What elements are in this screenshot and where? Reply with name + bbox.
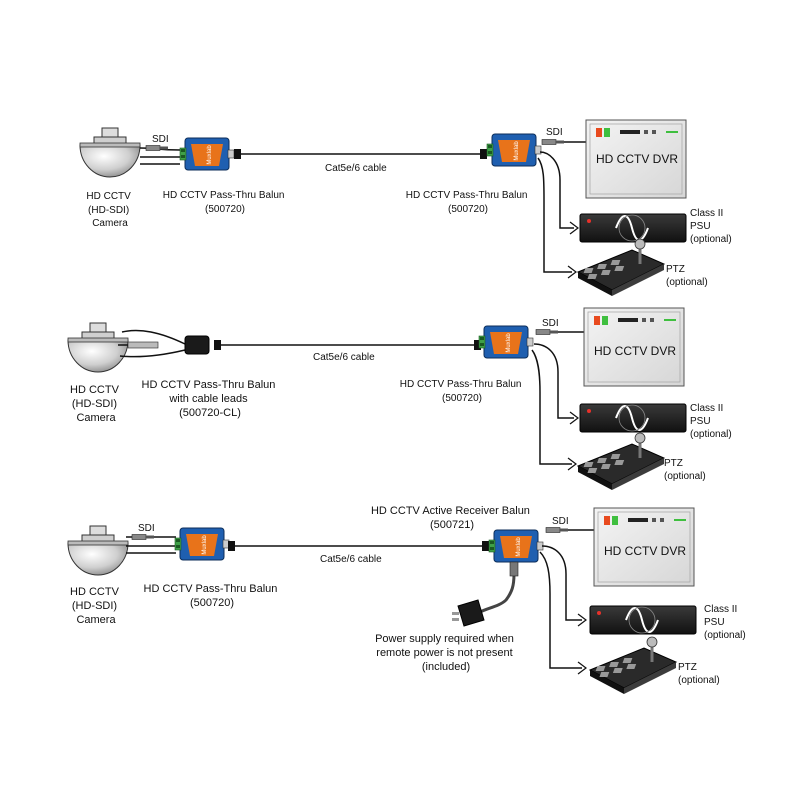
rx-balun-icon <box>486 133 542 167</box>
row-3: HD CCTV (HD-SDI) Camera SDI HD CCTV Pass… <box>67 505 746 696</box>
tx-balun-label: HD CCTV Pass-Thru Balun (500720) <box>144 583 281 609</box>
rj45-plug-icon <box>480 149 487 159</box>
rx-sdi-label: SDI <box>546 127 563 138</box>
rx-active-balun-icon <box>488 529 544 563</box>
rx-sdi-label: SDI <box>542 318 559 329</box>
sdi-label: SDI <box>138 523 155 534</box>
tx-balun-label: HD CCTV Pass-Thru Balun (500720) <box>163 190 287 215</box>
ptz-controller-icon <box>588 635 678 696</box>
dome-camera-icon <box>79 127 141 178</box>
psu-icon <box>579 403 687 433</box>
bnc-connector-icon <box>535 329 559 335</box>
cable-label: Cat5e/6 cable <box>313 352 375 363</box>
tx-balun-icon <box>174 527 230 561</box>
bnc-connector-icon <box>541 139 565 145</box>
dvr-label: HD CCTV DVR <box>596 152 678 166</box>
psu-label: Class II PSU (optional) <box>690 208 732 245</box>
rx-balun-label: HD CCTV Pass-Thru Balun (500720) <box>406 190 530 215</box>
dvr-label: HD CCTV DVR <box>594 344 676 358</box>
cable-label: Cat5e/6 cable <box>320 554 382 565</box>
rj45-plug-icon <box>214 340 221 350</box>
dvr-label: HD CCTV DVR <box>604 544 686 558</box>
power-adapter-icon <box>457 599 485 627</box>
rj45-plug-icon <box>234 149 241 159</box>
bnc-connector-icon <box>127 341 159 349</box>
cable-label: Cat5e/6 cable <box>325 163 387 174</box>
rx-sdi-label: SDI <box>552 516 569 527</box>
rj45-plug-icon <box>482 541 489 551</box>
tx-balun-label: HD CCTV Pass-Thru Balun with cable leads… <box>142 379 279 419</box>
bnc-connector-icon <box>545 527 569 533</box>
camera-label: HD CCTV (HD-SDI) Camera <box>70 586 122 626</box>
ptz-label: PTZ (optional) <box>666 264 708 288</box>
rx-balun-label: HD CCTV Pass-Thru Balun (500720) <box>400 379 524 404</box>
rx-balun-icon <box>478 325 534 359</box>
dome-camera-icon <box>67 525 129 576</box>
psu-icon <box>579 213 687 243</box>
ptz-label: PTZ (optional) <box>678 662 720 686</box>
camera-label: HD CCTV (HD-SDI) Camera <box>86 191 133 229</box>
row-2: HD CCTV (HD-SDI) Camera HD CCTV Pass-Thr… <box>67 307 732 492</box>
tx-balun-cl-icon <box>184 335 210 355</box>
rj45-plug-icon <box>228 541 235 551</box>
ptz-controller-icon <box>576 431 666 492</box>
power-supply-label: Power supply required when remote power … <box>375 633 517 673</box>
psu-label: Class II PSU (optional) <box>690 403 732 440</box>
camera-label: HD CCTV (HD-SDI) Camera <box>70 384 122 424</box>
tx-balun-icon <box>179 137 235 171</box>
ptz-label: PTZ (optional) <box>664 458 706 482</box>
rx-balun-label: HD CCTV Active Receiver Balun (500721) <box>371 505 533 531</box>
psu-label: Class II PSU (optional) <box>704 604 746 641</box>
dome-camera-icon <box>67 322 129 373</box>
bnc-connector-icon <box>131 534 155 540</box>
sdi-label: SDI <box>152 134 169 145</box>
psu-icon <box>589 605 697 635</box>
ptz-controller-icon <box>576 237 666 298</box>
row-1: HD CCTV (HD-SDI) Camera SDI HD CCTV Pass… <box>79 119 732 298</box>
